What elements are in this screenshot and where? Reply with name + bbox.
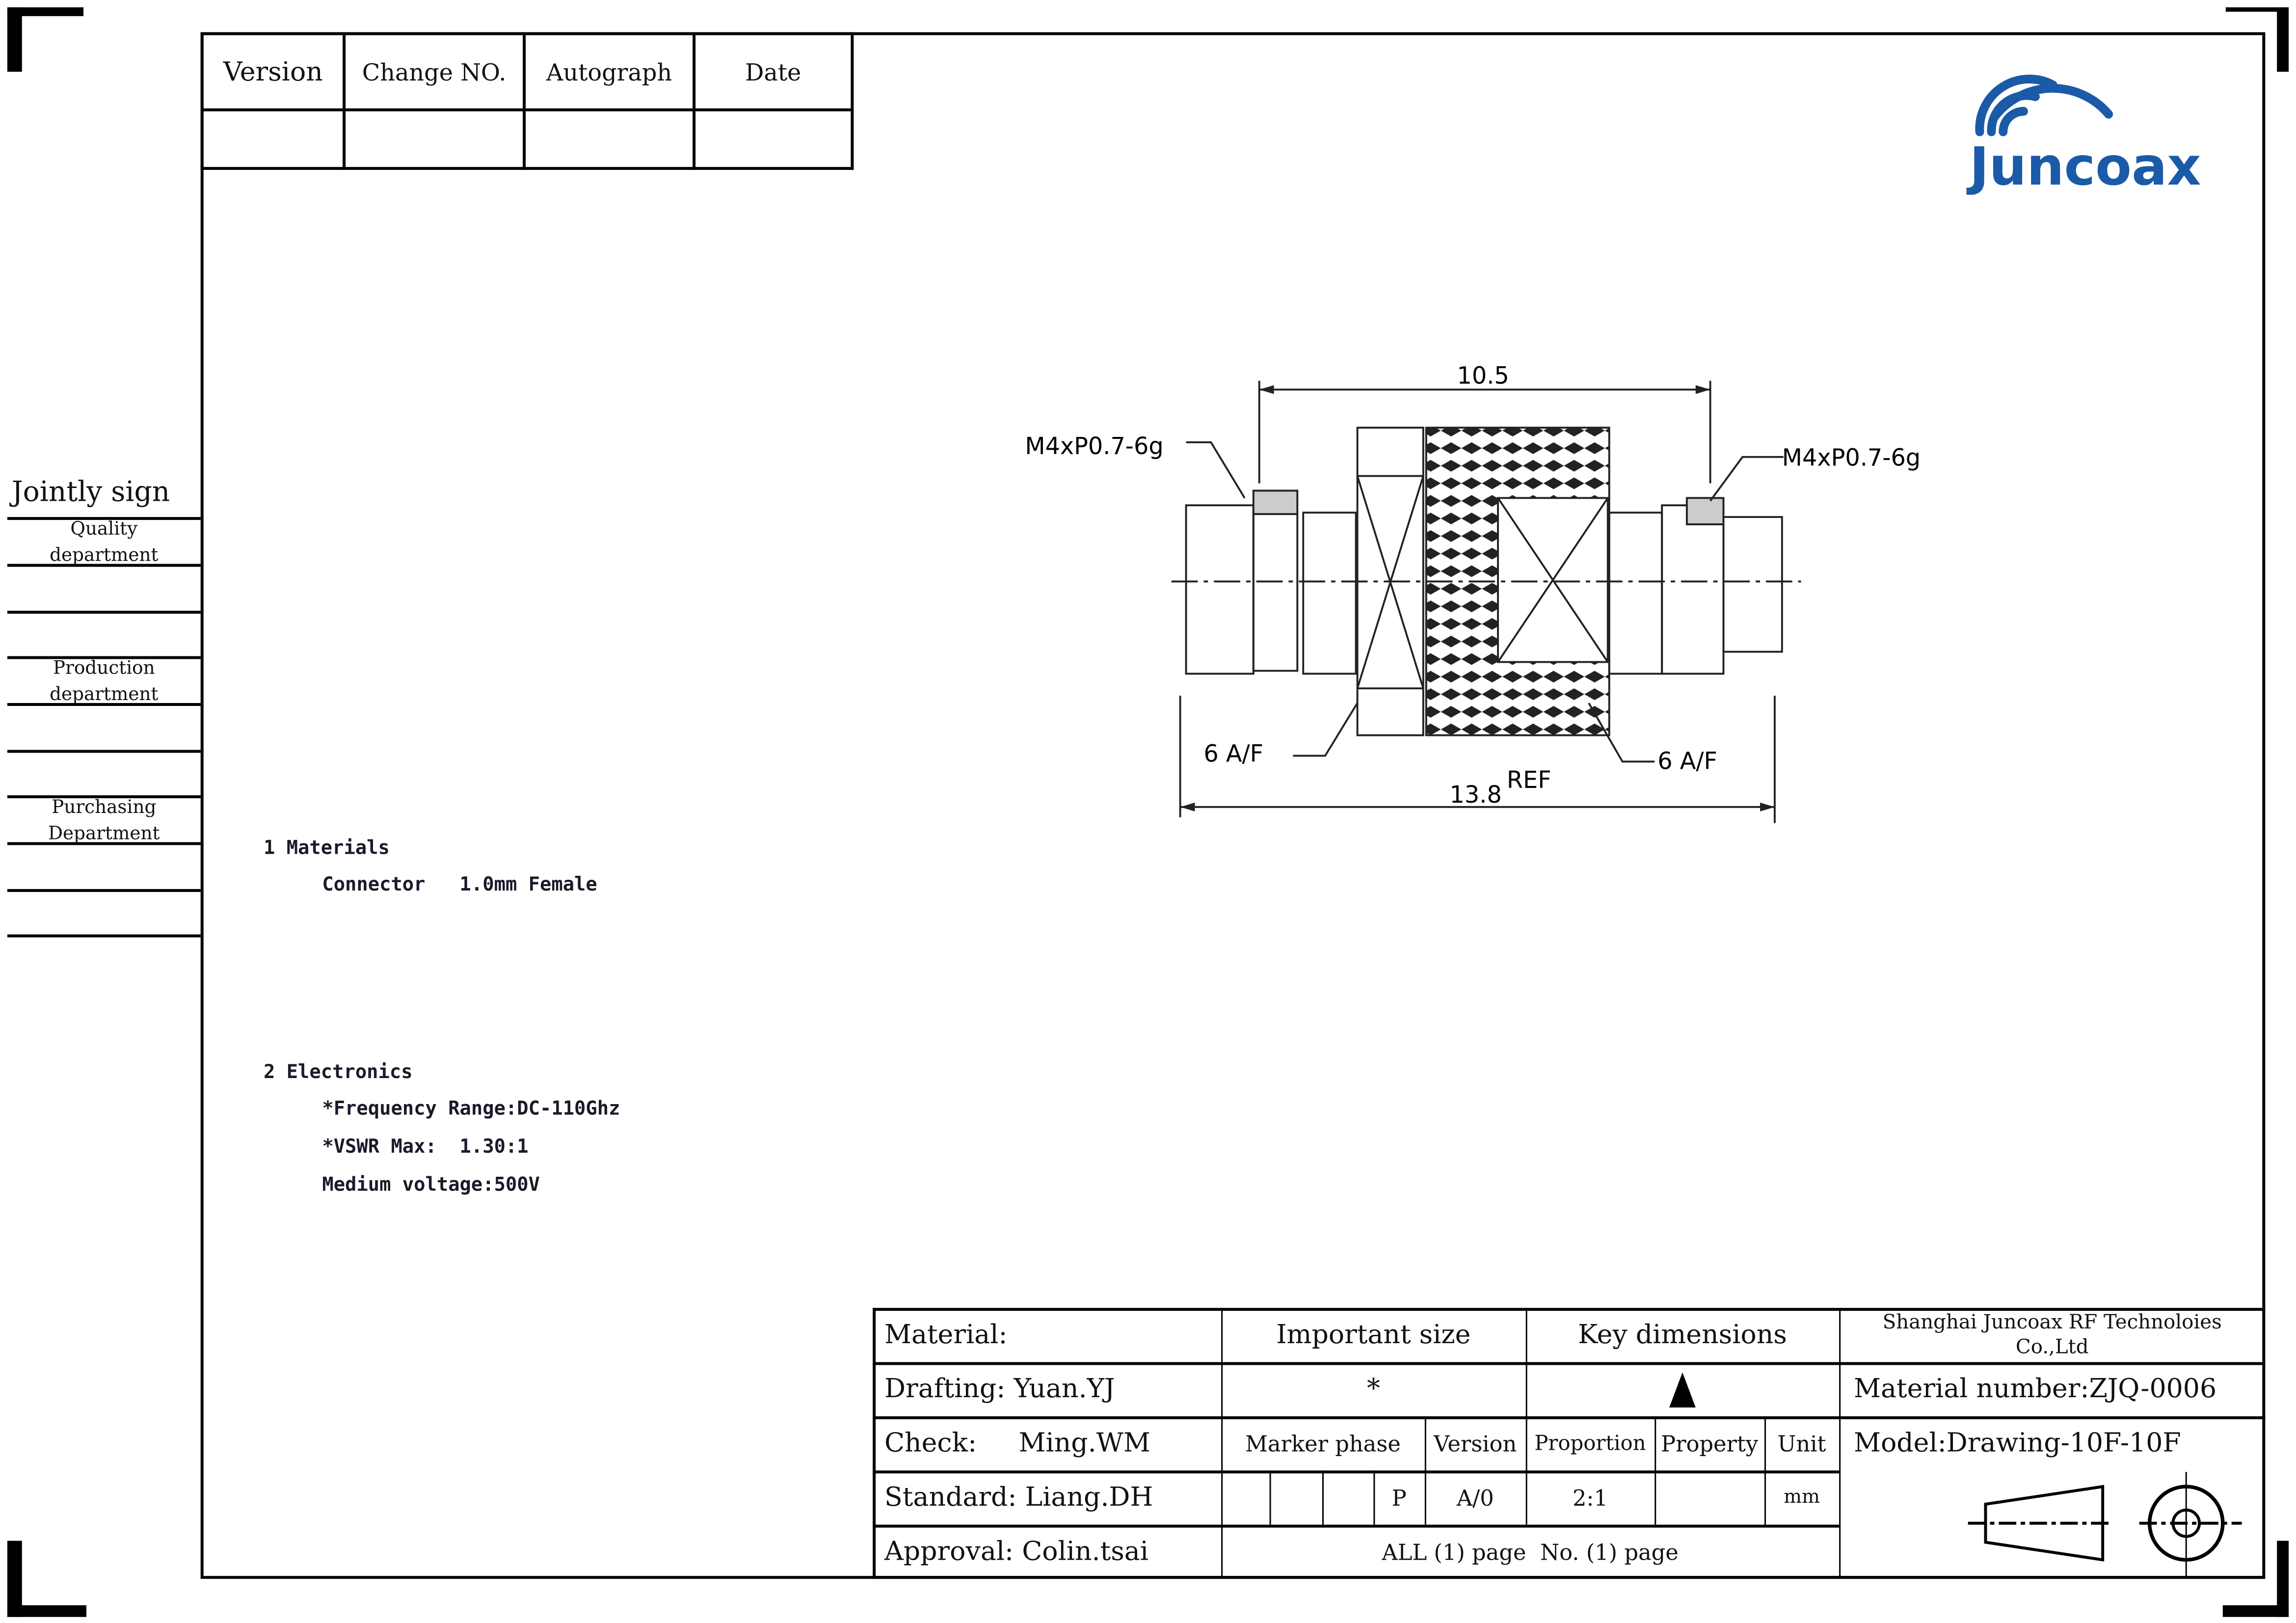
tb-line	[1655, 1416, 1656, 1525]
af-callout-left: 6 A/F	[1203, 740, 1263, 767]
corner-mark-top-left	[7, 7, 22, 72]
svg-text:Juncoax: Juncoax	[1966, 136, 2201, 195]
proportion-value: 2:1	[1572, 1484, 1608, 1511]
dimension-ref-superscript: REF	[1507, 767, 1551, 794]
sign-divider	[7, 750, 201, 753]
corner-mark-bottom-left	[7, 1541, 22, 1617]
tb-line	[1322, 1470, 1324, 1525]
rev-cell	[523, 108, 696, 170]
rev-header-date: Date	[693, 32, 854, 111]
label-line: Purchasing	[52, 795, 157, 817]
title-block: Material: Important size Key dimensions …	[873, 1308, 2266, 1579]
key-dimensions-header: Key dimensions	[1577, 1320, 1787, 1351]
approval-field: Approval: Colin.tsai	[884, 1536, 1148, 1568]
projection-symbol-icon	[1968, 1472, 2242, 1576]
marker-phase-header: Marker phase	[1245, 1430, 1401, 1457]
key-dimension-triangle-icon	[1526, 1362, 1839, 1416]
rev-cell	[200, 108, 346, 170]
sign-divider	[7, 795, 201, 798]
tb-line	[873, 1524, 1840, 1528]
property-header: Property	[1660, 1430, 1759, 1457]
corner-mark-bottom-left-h	[7, 1605, 87, 1617]
unit-value: mm	[1784, 1487, 1820, 1509]
company-line: Co.,Ltd	[2015, 1335, 2089, 1359]
important-size-header: Important size	[1276, 1320, 1471, 1351]
check-field: Check: Ming.WM	[884, 1428, 1150, 1459]
tb-line	[873, 1416, 2266, 1419]
rev-header-change-no: Change NO.	[343, 32, 526, 111]
materials-line: Connector 1.0mm Female	[322, 874, 597, 896]
sign-divider	[7, 611, 201, 614]
material-number: Material number:ZJQ-0006	[1853, 1374, 2217, 1405]
revision-table: Version Change NO. Autograph Date	[200, 32, 854, 170]
label-line: Department	[48, 821, 160, 844]
label-line: Quality	[70, 517, 138, 539]
corner-mark-bottom-right	[2277, 1541, 2289, 1617]
electronics-line: *VSWR Max: 1.30:1	[322, 1136, 529, 1159]
sign-divider	[7, 934, 201, 938]
juncoax-logo: Juncoax	[1962, 55, 2241, 197]
right-connector-body	[1661, 504, 1725, 675]
tb-line	[1764, 1416, 1766, 1525]
rev-cell	[343, 108, 526, 170]
rev-header-version: Version	[200, 32, 346, 111]
connector-adapter-drawing: 10.5 13.8 REF M4xP0.7-6g M4xP0.7-6g 6 A/…	[1025, 363, 1921, 823]
logo-signal-icon: Juncoax	[1966, 75, 2201, 197]
tb-line	[1424, 1416, 1426, 1525]
proportion-header: Proportion	[1534, 1432, 1646, 1456]
dimension-length-overall: 13.8	[1450, 782, 1502, 809]
company-line: Shanghai Juncoax RF Technoloies	[1882, 1310, 2222, 1334]
corner-mark-bottom-right-h	[2222, 1605, 2289, 1617]
electronics-heading: 2 Electronics	[264, 1061, 413, 1084]
left-connector-body	[1185, 504, 1255, 675]
dimension-length-top: 10.5	[1457, 363, 1509, 390]
electronics-line: *Frequency Range:DC-110Ghz	[322, 1098, 620, 1121]
tb-line	[873, 1362, 2266, 1365]
page-count: ALL (1) page No. (1) page	[1382, 1539, 1679, 1565]
tb-line	[1221, 1308, 1223, 1579]
quality-department-label: Quality department	[7, 515, 201, 568]
tb-line	[873, 1308, 876, 1579]
tb-line	[873, 1308, 2266, 1311]
tb-line	[1525, 1308, 1527, 1525]
sign-divider	[7, 889, 201, 892]
version-header: Version	[1434, 1430, 1517, 1457]
version-value: A/0	[1456, 1484, 1494, 1511]
thread-callout-right: M4xP0.7-6g	[1782, 445, 1921, 472]
corner-mark-top-left-h	[7, 7, 84, 16]
sign-divider	[7, 842, 201, 845]
materials-heading: 1 Materials	[264, 838, 390, 860]
sign-divider	[7, 703, 201, 706]
jointly-sign-title: Jointly sign	[11, 476, 170, 509]
standard-field: Standard: Liang.DH	[884, 1482, 1153, 1513]
sign-divider	[7, 656, 201, 659]
tb-line	[1373, 1470, 1375, 1525]
sign-divider	[7, 564, 201, 567]
label-line: Production	[53, 656, 155, 678]
corner-mark-top-right	[2277, 7, 2289, 72]
label-line: department	[50, 543, 159, 566]
corner-mark-top-right-h	[2225, 7, 2289, 12]
tb-line	[873, 1576, 2266, 1579]
important-size-symbol: *	[1367, 1374, 1380, 1405]
marker-phase-value: P	[1391, 1484, 1407, 1511]
production-department-label: Production department	[7, 655, 201, 707]
rev-header-autograph: Autograph	[523, 32, 696, 111]
tb-line	[873, 1470, 1840, 1474]
model-field: Model:Drawing-10F-10F	[1853, 1428, 2181, 1459]
rev-cell	[693, 108, 854, 170]
tb-line	[1269, 1470, 1271, 1525]
label-line: department	[50, 682, 159, 705]
af-callout-right: 6 A/F	[1657, 748, 1717, 775]
unit-header: Unit	[1777, 1430, 1826, 1457]
thread-callout-left: M4xP0.7-6g	[1025, 433, 1163, 460]
sign-divider	[7, 517, 201, 520]
tb-line	[1839, 1308, 1841, 1579]
electronics-line: Medium voltage:500V	[322, 1174, 540, 1197]
material-label: Material:	[884, 1320, 1008, 1351]
drafting-field: Drafting: Yuan.YJ	[884, 1374, 1115, 1405]
